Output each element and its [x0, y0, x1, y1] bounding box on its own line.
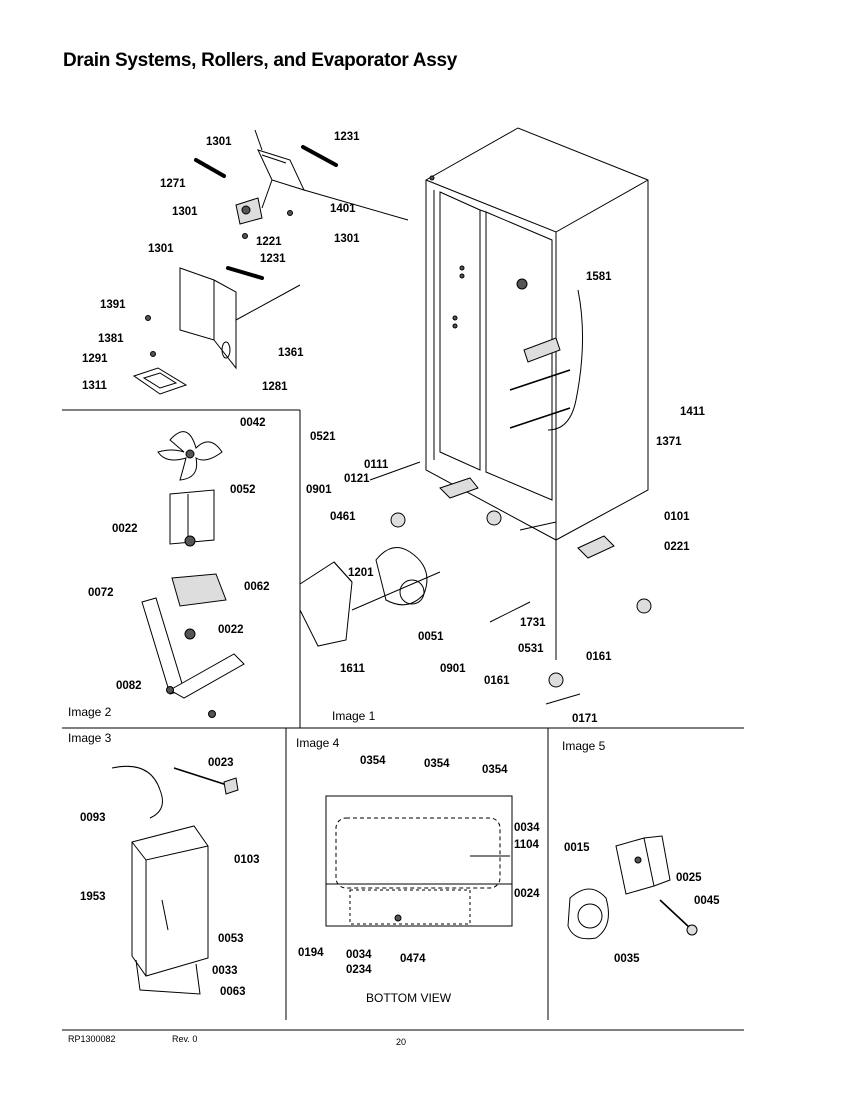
image-label: Image 4 [296, 736, 340, 750]
part-number-label: 1411 [680, 406, 706, 418]
part-number-label: 0171 [572, 713, 598, 725]
part-number-label: 1281 [262, 381, 288, 393]
part-number-label: 1271 [160, 178, 186, 190]
part-labels-image5: 0015 0025 0045 0035 [564, 842, 720, 965]
part-number-label: 0063 [220, 986, 246, 998]
part-number-label: 0093 [80, 812, 106, 824]
doc-number: RP1300082 [68, 1034, 116, 1044]
part-number-label: 0015 [564, 842, 590, 854]
page-footer: RP1300082 Rev. 0 20 [68, 1034, 406, 1047]
image-label: Image 3 [68, 731, 112, 745]
image-captions: Image 2 Image 1 Image 3 Image 4 Image 5 … [68, 705, 606, 1005]
part-number-label: 1231 [334, 131, 360, 143]
evaporator-coil [111, 765, 239, 995]
part-number-label: 0045 [694, 895, 720, 907]
part-number-label: 0474 [400, 953, 426, 965]
part-labels-image1-top: 1301 1231 1271 1401 1301 1221 1301 1301 … [82, 131, 360, 393]
fan-motor-assembly [141, 431, 245, 718]
part-number-label: 1381 [98, 333, 124, 345]
part-number-label: 1731 [520, 617, 546, 629]
part-number-label: 0053 [218, 933, 244, 945]
part-number-label: 1301 [206, 136, 232, 148]
part-number-label: 0161 [484, 675, 510, 687]
part-number-label: 1301 [172, 206, 198, 218]
part-number-label: 0354 [360, 755, 386, 767]
part-number-label: 0072 [88, 587, 114, 599]
bottom-view-drawing [325, 795, 513, 927]
part-number-label: 0025 [676, 872, 702, 884]
part-number-label: 1201 [348, 567, 374, 579]
part-number-label: 0354 [482, 764, 508, 776]
part-number-label: 0901 [306, 484, 332, 496]
part-number-label: 1611 [340, 663, 366, 675]
part-number-label: 0901 [440, 663, 466, 675]
part-number-label: 1231 [260, 253, 286, 265]
refrigerator-cabinet [425, 127, 649, 541]
part-number-label: 1311 [82, 380, 108, 392]
part-number-label: 0161 [586, 651, 612, 663]
part-number-label: 0101 [664, 511, 690, 523]
part-number-label: 0082 [116, 680, 142, 692]
part-number-label: 0521 [310, 431, 336, 443]
part-number-label: 0034 [346, 949, 372, 961]
roller-bracket-assembly [567, 835, 698, 940]
part-number-label: 0033 [212, 965, 238, 977]
part-number-label: 1301 [148, 243, 174, 255]
part-number-label: 0121 [344, 473, 370, 485]
part-number-label: 1361 [278, 347, 304, 359]
drain-bracket-mid [132, 266, 301, 395]
part-number-label: 0052 [230, 484, 256, 496]
part-number-label: 1401 [330, 203, 356, 215]
part-number-label: 0461 [330, 511, 356, 523]
part-number-label: 0051 [418, 631, 444, 643]
part-number-label: 0234 [346, 964, 372, 976]
drain-bracket-top [194, 129, 409, 239]
image-label: Image 5 [562, 739, 606, 753]
part-number-label: 0024 [514, 888, 540, 900]
image-label: Image 2 [68, 705, 112, 719]
part-number-label: 0023 [208, 757, 234, 769]
revision: Rev. 0 [172, 1034, 197, 1044]
part-number-label: 0531 [518, 643, 544, 655]
part-labels-image2: 0042 0052 0022 0062 0072 0022 0082 [88, 417, 270, 692]
part-number-label: 0042 [240, 417, 266, 429]
part-labels-image4: 0354 0354 0354 0034 1104 0024 0194 0034 … [298, 755, 540, 976]
image-label: Image 1 [332, 709, 376, 723]
part-number-label: 0035 [614, 953, 640, 965]
part-number-label: 1953 [80, 891, 106, 903]
bottom-view-label: BOTTOM VIEW [366, 991, 452, 1005]
part-number-label: 0022 [218, 624, 244, 636]
part-number-label: 1301 [334, 233, 360, 245]
part-labels-image3: 0023 0093 0103 1953 0053 0033 0063 [80, 757, 260, 998]
part-number-label: 0062 [244, 581, 270, 593]
part-labels-image1-cabinet: 1581 1411 1371 0521 0111 0901 0121 0461 … [306, 271, 706, 725]
part-number-label: 0194 [298, 947, 324, 959]
panel-borders [62, 409, 744, 1031]
part-number-label: 0022 [112, 523, 138, 535]
part-number-label: 0103 [234, 854, 260, 866]
part-number-label: 1391 [100, 299, 126, 311]
page-title: Drain Systems, Rollers, and Evaporator A… [63, 50, 457, 71]
part-number-label: 1291 [82, 353, 108, 365]
part-number-label: 0354 [424, 758, 450, 770]
page-number: 20 [396, 1037, 406, 1047]
part-number-label: 1581 [586, 271, 612, 283]
part-number-label: 0111 [364, 459, 389, 471]
part-number-label: 1104 [514, 839, 540, 851]
part-number-label: 1371 [656, 436, 682, 448]
part-number-label: 0034 [514, 822, 540, 834]
rollers-and-drain-pan [299, 461, 652, 705]
part-number-label: 1221 [256, 236, 282, 248]
part-number-label: 0221 [664, 541, 690, 553]
